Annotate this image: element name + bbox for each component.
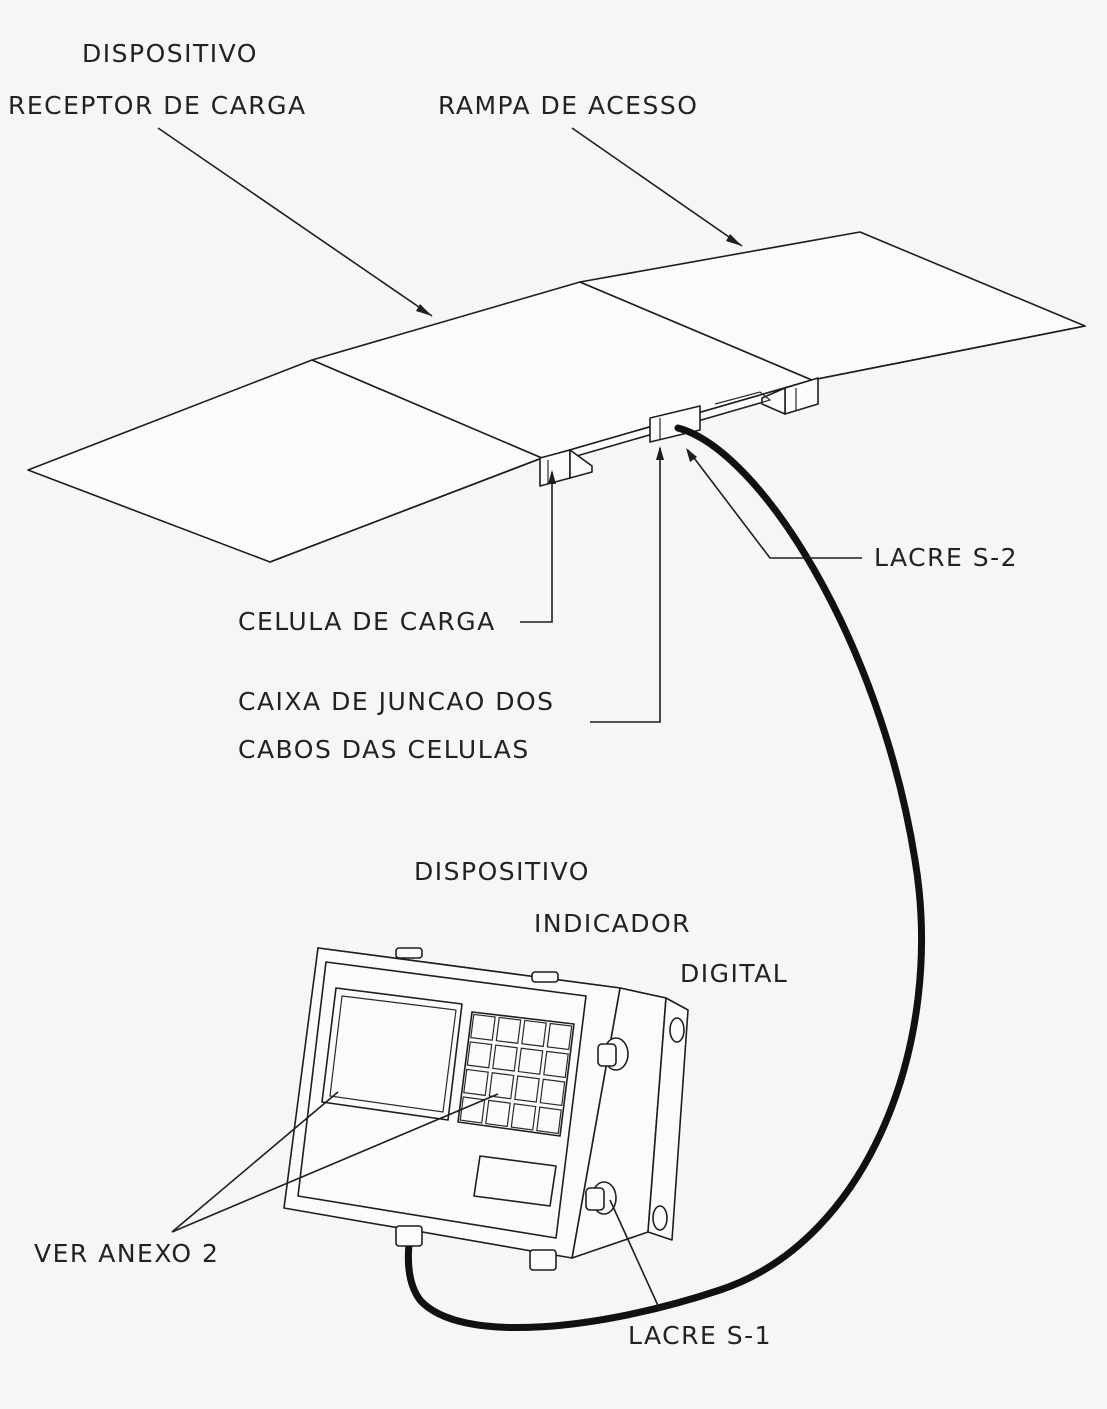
keypad-key	[488, 1072, 515, 1100]
seal-knob-top	[597, 1037, 629, 1071]
label-lacre-s2: LACRE S-2	[874, 543, 1018, 572]
bracket-hole-bottom	[652, 1205, 668, 1231]
cable-gland-right	[529, 1249, 557, 1271]
label-rampa: RAMPA DE ACESSO	[438, 91, 698, 120]
indicator-label-plate	[473, 1155, 557, 1207]
label-celula: CELULA DE CARGA	[238, 607, 496, 636]
keypad-key	[536, 1106, 562, 1135]
digital-indicator-device	[283, 947, 689, 1271]
keypad-key	[463, 1068, 489, 1097]
bracket-hole-top	[669, 1017, 685, 1043]
indicator-display-window	[321, 987, 463, 1121]
label-indicador-line1: DISPOSITIVO	[414, 857, 590, 886]
keypad-key	[466, 1041, 493, 1069]
keypad-key	[492, 1044, 518, 1072]
signal-cable	[404, 424, 925, 1332]
load-cell-right	[761, 377, 819, 415]
label-caixa-line2: CABOS DAS CELULAS	[238, 735, 530, 764]
indicator-keypad	[457, 1011, 575, 1137]
label-lacre-s1: LACRE S-1	[628, 1321, 772, 1350]
label-indicador-line3: DIGITAL	[680, 959, 788, 988]
label-indicador-line2: INDICADOR	[534, 909, 691, 938]
keypad-key	[517, 1047, 544, 1075]
keypad-key	[485, 1099, 511, 1128]
seal-knob-bottom	[585, 1181, 617, 1215]
keypad-key	[470, 1013, 496, 1041]
keypad-keys	[459, 1013, 573, 1135]
label-ver-anexo: VER ANEXO 2	[34, 1239, 219, 1268]
keypad-key	[514, 1075, 540, 1103]
platform-assembly	[27, 231, 1086, 563]
label-receptor-line1: DISPOSITIVO	[82, 39, 258, 68]
leader-lines	[157, 127, 862, 1311]
keypad-key	[543, 1050, 569, 1079]
cable-gland-left	[395, 1225, 423, 1247]
load-cell-left	[539, 449, 593, 487]
keypad-key	[521, 1019, 547, 1048]
label-receptor-line2: RECEPTOR DE CARGA	[8, 91, 307, 120]
label-caixa-line1: CAIXA DE JUNCAO DOS	[238, 687, 555, 716]
keypad-key	[546, 1022, 573, 1051]
keypad-key	[459, 1096, 486, 1124]
keypad-key	[510, 1103, 537, 1131]
keypad-key	[495, 1016, 522, 1044]
keypad-key	[539, 1078, 566, 1107]
